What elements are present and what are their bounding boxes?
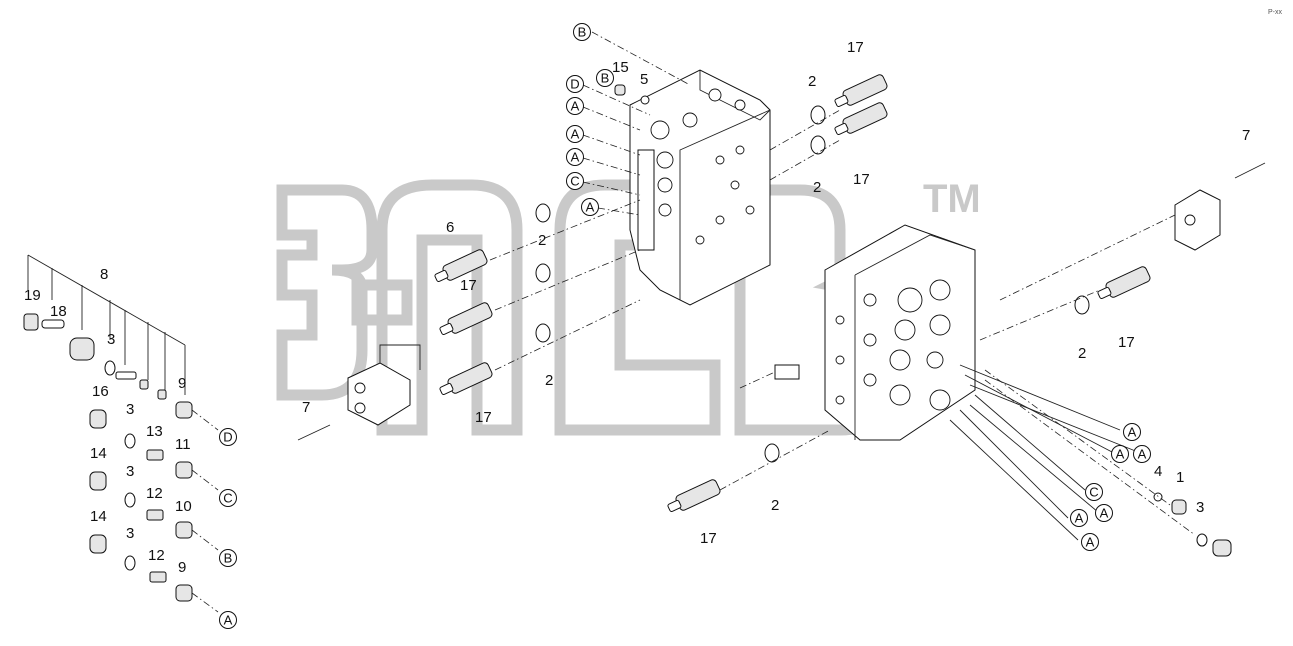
label-12-b: 12 bbox=[148, 547, 165, 564]
ref-a-upper-1: A bbox=[566, 97, 584, 115]
svg-text:C: C bbox=[223, 491, 232, 506]
ref-d-left: D bbox=[219, 428, 237, 446]
label-10: 10 bbox=[175, 498, 192, 515]
ref-b-top: B bbox=[573, 23, 591, 41]
svg-text:B: B bbox=[578, 25, 587, 40]
label-17-b: 17 bbox=[475, 409, 492, 426]
label-7-b: 7 bbox=[1242, 127, 1250, 144]
label-3-a: 3 bbox=[107, 331, 115, 348]
ref-a-upper-2: A bbox=[566, 125, 584, 143]
svg-text:C: C bbox=[570, 174, 579, 189]
ref-a-upper-3: A bbox=[566, 148, 584, 166]
ref-a-right-1: A bbox=[1123, 423, 1141, 441]
label-11: 11 bbox=[175, 436, 191, 453]
svg-text:A: A bbox=[1128, 425, 1137, 440]
label-19: 19 bbox=[24, 287, 41, 304]
corner-mark: P-xx bbox=[1268, 9, 1283, 16]
label-16: 16 bbox=[92, 383, 109, 400]
ref-a-right-3: A bbox=[1133, 445, 1151, 463]
svg-text:B: B bbox=[601, 71, 610, 86]
ref-a-right-4: A bbox=[1095, 504, 1113, 522]
ref-d-upper: D bbox=[566, 75, 584, 93]
ref-a-left: A bbox=[219, 611, 237, 629]
label-17-f: 17 bbox=[700, 530, 717, 547]
svg-text:D: D bbox=[570, 77, 579, 92]
part-number-labels: 8 19 18 3 9 16 3 13 11 14 3 12 10 14 3 1… bbox=[24, 39, 1250, 576]
right-small-parts bbox=[614, 84, 1232, 557]
svg-text:B: B bbox=[224, 551, 233, 566]
label-2-c: 2 bbox=[808, 73, 816, 90]
label-13: 13 bbox=[146, 423, 163, 440]
label-17-c: 17 bbox=[847, 39, 864, 56]
svg-text:A: A bbox=[224, 613, 233, 628]
svg-text:A: A bbox=[1100, 506, 1109, 521]
label-9-b: 9 bbox=[178, 559, 186, 576]
label-14-b: 14 bbox=[90, 508, 107, 525]
label-9-a: 9 bbox=[178, 375, 186, 392]
svg-text:A: A bbox=[1116, 447, 1125, 462]
ref-a-right-5: A bbox=[1070, 509, 1088, 527]
label-2-e: 2 bbox=[1078, 345, 1086, 362]
ref-a-right-2: A bbox=[1111, 445, 1129, 463]
label-2-d: 2 bbox=[813, 179, 821, 196]
left-bracket bbox=[297, 344, 421, 441]
label-8: 8 bbox=[100, 266, 108, 283]
label-3-d: 3 bbox=[126, 525, 134, 542]
label-2-b: 2 bbox=[545, 372, 553, 389]
label-4: 4 bbox=[1154, 463, 1162, 480]
svg-text:D: D bbox=[223, 430, 232, 445]
label-2-a: 2 bbox=[538, 232, 546, 249]
reference-circles: B B D A A A C A D C B A A A A C A A A bbox=[219, 23, 1151, 629]
svg-text:A: A bbox=[1086, 535, 1095, 550]
label-17-a: 17 bbox=[460, 277, 477, 294]
main-valve-block bbox=[774, 224, 976, 441]
svg-text:A: A bbox=[571, 99, 580, 114]
ref-c-left: C bbox=[219, 489, 237, 507]
label-14-a: 14 bbox=[90, 445, 107, 462]
watermark-text: TM bbox=[923, 177, 981, 221]
right-bracket bbox=[1174, 162, 1266, 251]
label-3-e: 3 bbox=[1196, 499, 1204, 516]
svg-text:A: A bbox=[1075, 511, 1084, 526]
ref-c-right: C bbox=[1085, 483, 1103, 501]
upper-valve-block bbox=[629, 69, 771, 306]
ref-b-left: B bbox=[219, 549, 237, 567]
label-17-e: 17 bbox=[1118, 334, 1135, 351]
svg-text:A: A bbox=[571, 127, 580, 142]
svg-text:A: A bbox=[571, 150, 580, 165]
ref-a-right-6: A bbox=[1081, 533, 1099, 551]
ref-b-upper: B bbox=[596, 69, 614, 87]
label-18: 18 bbox=[50, 303, 67, 320]
svg-text:A: A bbox=[586, 200, 595, 215]
label-3-b: 3 bbox=[126, 401, 134, 418]
label-6: 6 bbox=[446, 219, 454, 236]
relief-valves bbox=[434, 74, 1151, 512]
label-7-a: 7 bbox=[302, 399, 310, 416]
ref-c-upper: C bbox=[566, 172, 584, 190]
label-15: 15 bbox=[612, 59, 629, 76]
label-5: 5 bbox=[640, 71, 648, 88]
svg-text:A: A bbox=[1138, 447, 1147, 462]
ref-a-upper-4: A bbox=[581, 198, 599, 216]
label-3-c: 3 bbox=[126, 463, 134, 480]
label-17-d: 17 bbox=[853, 171, 870, 188]
label-12-a: 12 bbox=[146, 485, 163, 502]
svg-text:C: C bbox=[1089, 485, 1098, 500]
leader-lines bbox=[489, 31, 1196, 541]
left-parts-group bbox=[23, 254, 219, 613]
label-2-f: 2 bbox=[771, 497, 779, 514]
label-1: 1 bbox=[1176, 469, 1184, 486]
